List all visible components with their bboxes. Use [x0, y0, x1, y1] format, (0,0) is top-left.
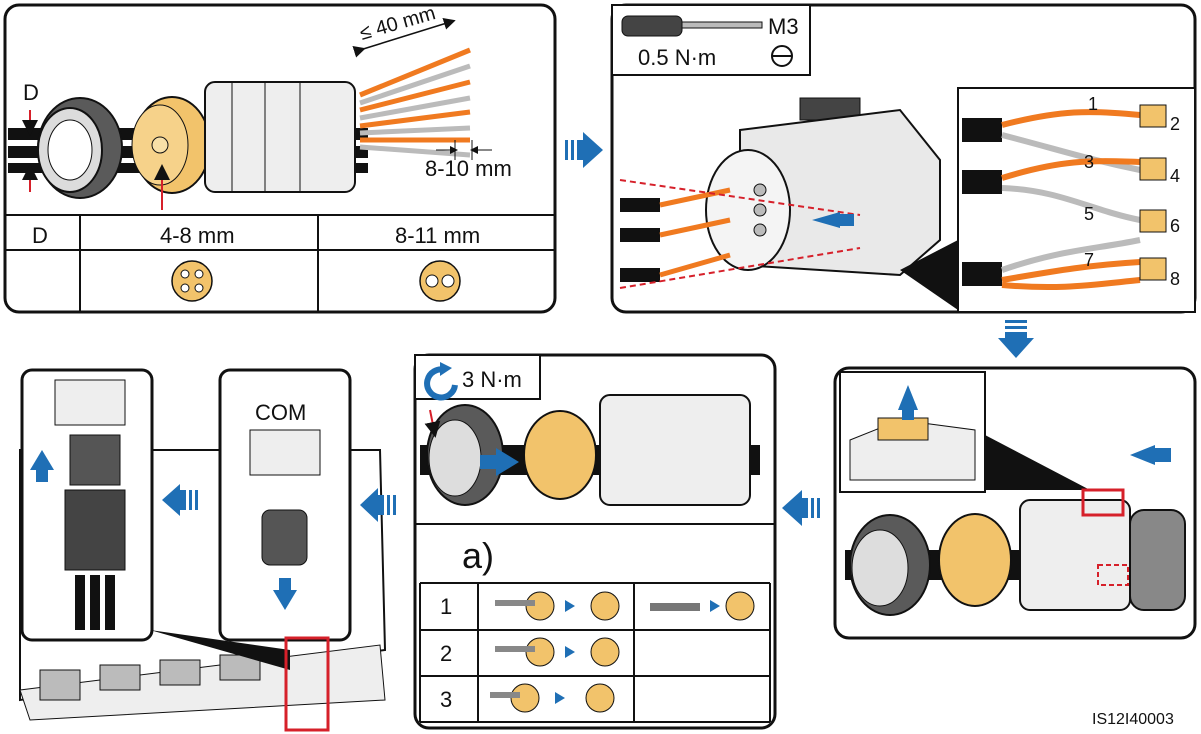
seal-hole-plug-icon — [495, 591, 620, 621]
assembly-parts — [845, 488, 1186, 616]
down-arrow-icon — [273, 590, 297, 610]
torque-label: 0.5 N·m — [638, 45, 716, 70]
step-arrow-left-1 — [782, 490, 820, 526]
pin-2: 2 — [1170, 114, 1180, 134]
com-port-detail — [249, 429, 321, 610]
step-arrow-right-1 — [565, 132, 603, 168]
swivel-nut-icon — [37, 97, 123, 199]
pin-wires-detail — [962, 104, 1167, 291]
insert-arrow-icon — [812, 212, 840, 228]
table-row-3-num: 3 — [440, 687, 452, 712]
seal-4-hole-icon — [171, 260, 213, 302]
step-arrow-left-3 — [360, 488, 396, 522]
connector-housing-icon — [705, 97, 941, 277]
table-header-large: 8-11 mm — [395, 223, 480, 248]
nut-assembly — [420, 394, 760, 506]
com-plug-detail — [30, 379, 126, 630]
inverter-ports — [39, 654, 261, 701]
com-port-highlight — [284, 636, 330, 732]
rotate-torque-icon — [424, 362, 458, 401]
push-arrow-icon — [1130, 445, 1155, 465]
pin-7: 7 — [1084, 250, 1094, 270]
figure-id: IS12I40003 — [1092, 711, 1174, 728]
seal-single-wire-icon — [650, 591, 755, 621]
pin-5: 5 — [1084, 204, 1094, 224]
table-header-d: D — [32, 223, 48, 248]
table-row-1-num: 1 — [440, 594, 452, 619]
connector-body-icon — [204, 81, 356, 193]
seal-ring-icon — [131, 96, 211, 194]
pin-6: 6 — [1170, 216, 1180, 236]
diameter-label: D — [23, 80, 39, 105]
seal-hole-plug-icon — [495, 637, 620, 667]
up-arrow-icon — [898, 385, 918, 410]
com-label: COM — [255, 400, 306, 425]
diameter-table: D 4-8 mm 8-11 mm — [5, 214, 555, 312]
panel-4-tighten-nut: 3 N·m a) 1 2 3 — [413, 353, 777, 730]
pin-4: 4 — [1170, 166, 1180, 186]
panel-1-strip-cable: ≤ 40 mm 8-10 mm D D 4-8 mm 8-11 mm — [3, 2, 557, 314]
step-arrow-down-1 — [998, 320, 1034, 358]
zoom-pointer — [900, 240, 958, 310]
step-arrow-left-2 — [162, 484, 198, 516]
table-row-2-num: 2 — [440, 641, 452, 666]
wire-strip-label: 8-10 mm — [425, 156, 512, 181]
screwdriver-icon — [621, 15, 763, 37]
cable-wires — [620, 187, 731, 282]
pin-8: 8 — [1170, 269, 1180, 289]
up-arrow-icon — [30, 450, 54, 470]
pin-1: 1 — [1088, 94, 1098, 114]
panel-2-insert-wires: M3 0.5 N·m — [610, 3, 1197, 314]
seal-2-hole-icon — [419, 260, 461, 302]
table-header-small: 4-8 mm — [160, 223, 235, 248]
slot-screw-icon — [771, 45, 793, 67]
nut-torque-label: 3 N·m — [462, 367, 522, 392]
panel-3-assemble-latch — [833, 366, 1197, 640]
seal-hole-plug-icon — [490, 683, 615, 713]
hole-plug-table: 1 2 3 — [419, 582, 771, 723]
pin-3: 3 — [1084, 152, 1094, 172]
note-label: a) — [462, 535, 494, 576]
panel-5-install-com: COM — [19, 368, 396, 732]
screwdriver-size: M3 — [768, 14, 799, 39]
